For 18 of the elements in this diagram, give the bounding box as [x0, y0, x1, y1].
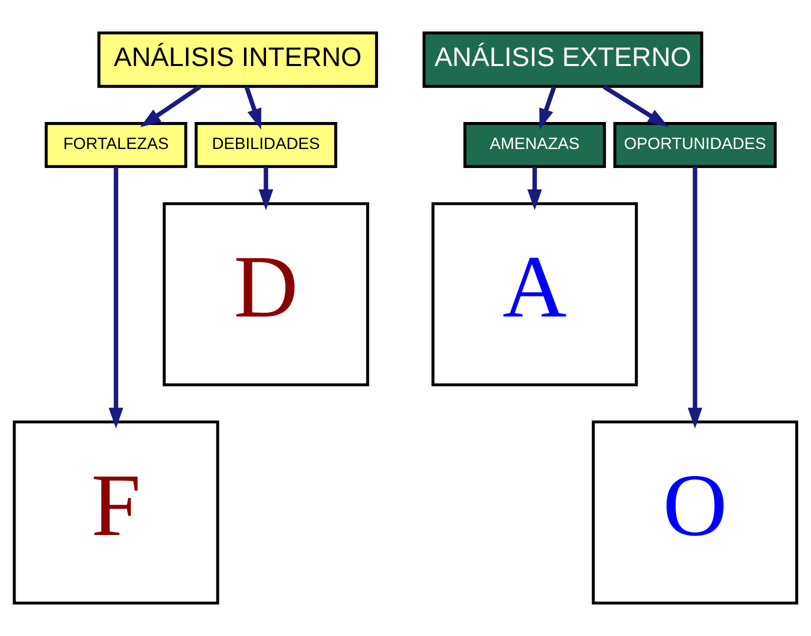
arrow	[244, 86, 262, 130]
node-box: DEBILIDADES	[194, 122, 338, 168]
node-box: OPORTUNIDADES	[613, 122, 777, 168]
arrow	[527, 166, 542, 210]
arrow	[602, 84, 668, 128]
arrow	[539, 86, 556, 130]
node-box: AMENAZAS	[463, 122, 606, 168]
node-box: ANÁLISIS EXTERNO	[422, 31, 704, 88]
node-box: D	[162, 202, 370, 386]
node-box: FORTALEZAS	[44, 122, 188, 168]
arrow	[688, 166, 702, 429]
arrow	[108, 166, 124, 429]
node-box: O	[592, 420, 798, 605]
arrow	[258, 166, 274, 210]
node-box: ANÁLISIS INTERNO	[97, 31, 378, 88]
arrow	[140, 84, 202, 128]
node-box: A	[431, 202, 638, 386]
node-box: F	[12, 420, 220, 605]
